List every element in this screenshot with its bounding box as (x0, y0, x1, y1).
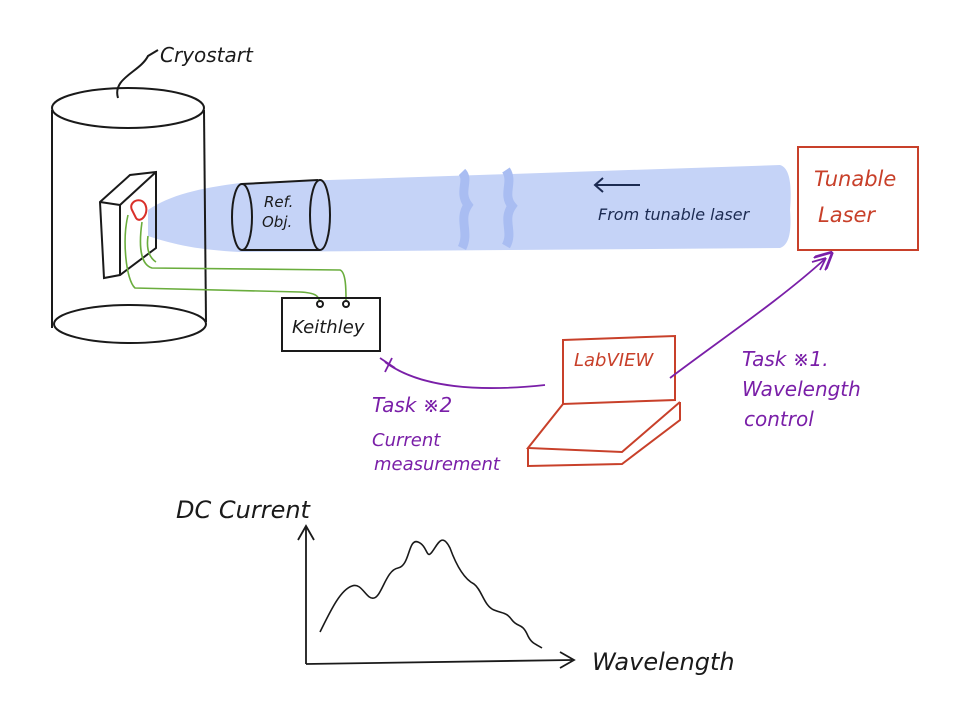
task1-title: Task ※1. (742, 347, 829, 371)
keithley-label: Keithley (292, 317, 365, 338)
cryostat-label: Cryostart (160, 43, 254, 67)
graph-y-label: DC Current (176, 496, 312, 524)
laser-label-line2: Laser (818, 203, 876, 227)
task1-line1: Wavelength (742, 377, 861, 401)
beam-label: From tunable laser (598, 205, 751, 224)
task2-arrowhead-icon (379, 357, 396, 373)
task1-line2: control (744, 407, 814, 431)
sample-holder (98, 170, 157, 280)
reference-label-line2: Obj. (262, 213, 292, 231)
spectrum-curve (319, 539, 543, 649)
tunable-laser-box (797, 146, 919, 251)
keithley-box (281, 297, 381, 352)
labview-label: LabVIEW (574, 350, 654, 371)
reference-label-line1: Ref. (264, 193, 293, 211)
task2-line1: Current (372, 430, 441, 451)
graph-x-label: Wavelength (592, 648, 735, 676)
beam-direction-arrow-icon (593, 177, 640, 193)
task1-arrowhead-icon (811, 257, 827, 271)
laser-label-line1: Tunable (814, 167, 896, 191)
sample-icon (130, 199, 148, 221)
task1-arrow (669, 258, 826, 379)
task2-line2: measurement (374, 454, 501, 475)
y-axis-arrow-icon (297, 524, 315, 541)
reference-object (231, 179, 331, 251)
task2-title: Task ※2 (372, 393, 452, 417)
spectrum-graph (297, 524, 576, 669)
graph-x-axis (305, 659, 573, 665)
task2-arrow (384, 361, 546, 389)
laser-beam (148, 165, 791, 252)
cryostat-pointer-line (116, 49, 159, 99)
cryostat (51, 49, 207, 344)
labview-laptop (525, 334, 681, 468)
x-axis-arrow-icon (559, 651, 576, 669)
